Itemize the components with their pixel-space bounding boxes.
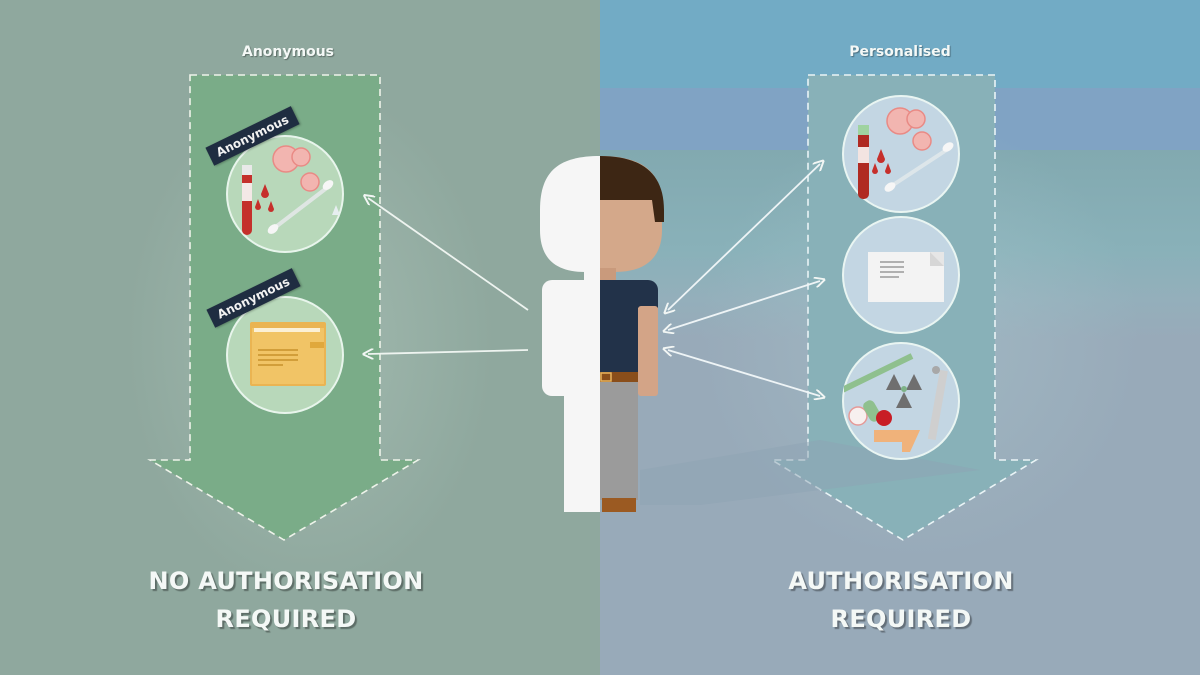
blood-sample-icon xyxy=(242,145,340,235)
identified-person xyxy=(600,156,664,512)
personal-document-circle xyxy=(842,216,960,334)
folder-icon xyxy=(250,322,326,386)
arrow-link-personal-document xyxy=(668,281,820,330)
right-section-title: Personalised xyxy=(849,44,951,60)
right-verdict: AUTHORISATION REQUIRED xyxy=(788,562,1013,638)
left-verdict-line2: REQUIRED xyxy=(215,605,357,633)
document-envelope-icon xyxy=(868,252,944,302)
personal-imaging-circle xyxy=(832,342,960,460)
left-verdict: NO AUTHORISATION REQUIRED xyxy=(148,562,423,638)
left-verdict-line1: NO AUTHORISATION xyxy=(148,567,424,595)
blood-sample-icon xyxy=(858,107,954,199)
right-verdict-line1: AUTHORISATION xyxy=(788,567,1014,595)
anonymous-silhouette xyxy=(540,156,600,512)
anonymous-folder-circle xyxy=(226,296,344,414)
arrow-link-personal-imaging xyxy=(668,350,820,396)
left-section-title: Anonymous xyxy=(241,44,335,60)
arrow-to-anonymous-sample xyxy=(368,198,529,311)
anonymous-sample-circle xyxy=(226,135,344,253)
medical-imaging-tools-icon xyxy=(832,353,948,452)
personal-sample-circle xyxy=(842,95,960,213)
arrow-to-anonymous-folder xyxy=(368,350,529,354)
right-verdict-line2: REQUIRED xyxy=(830,605,972,633)
